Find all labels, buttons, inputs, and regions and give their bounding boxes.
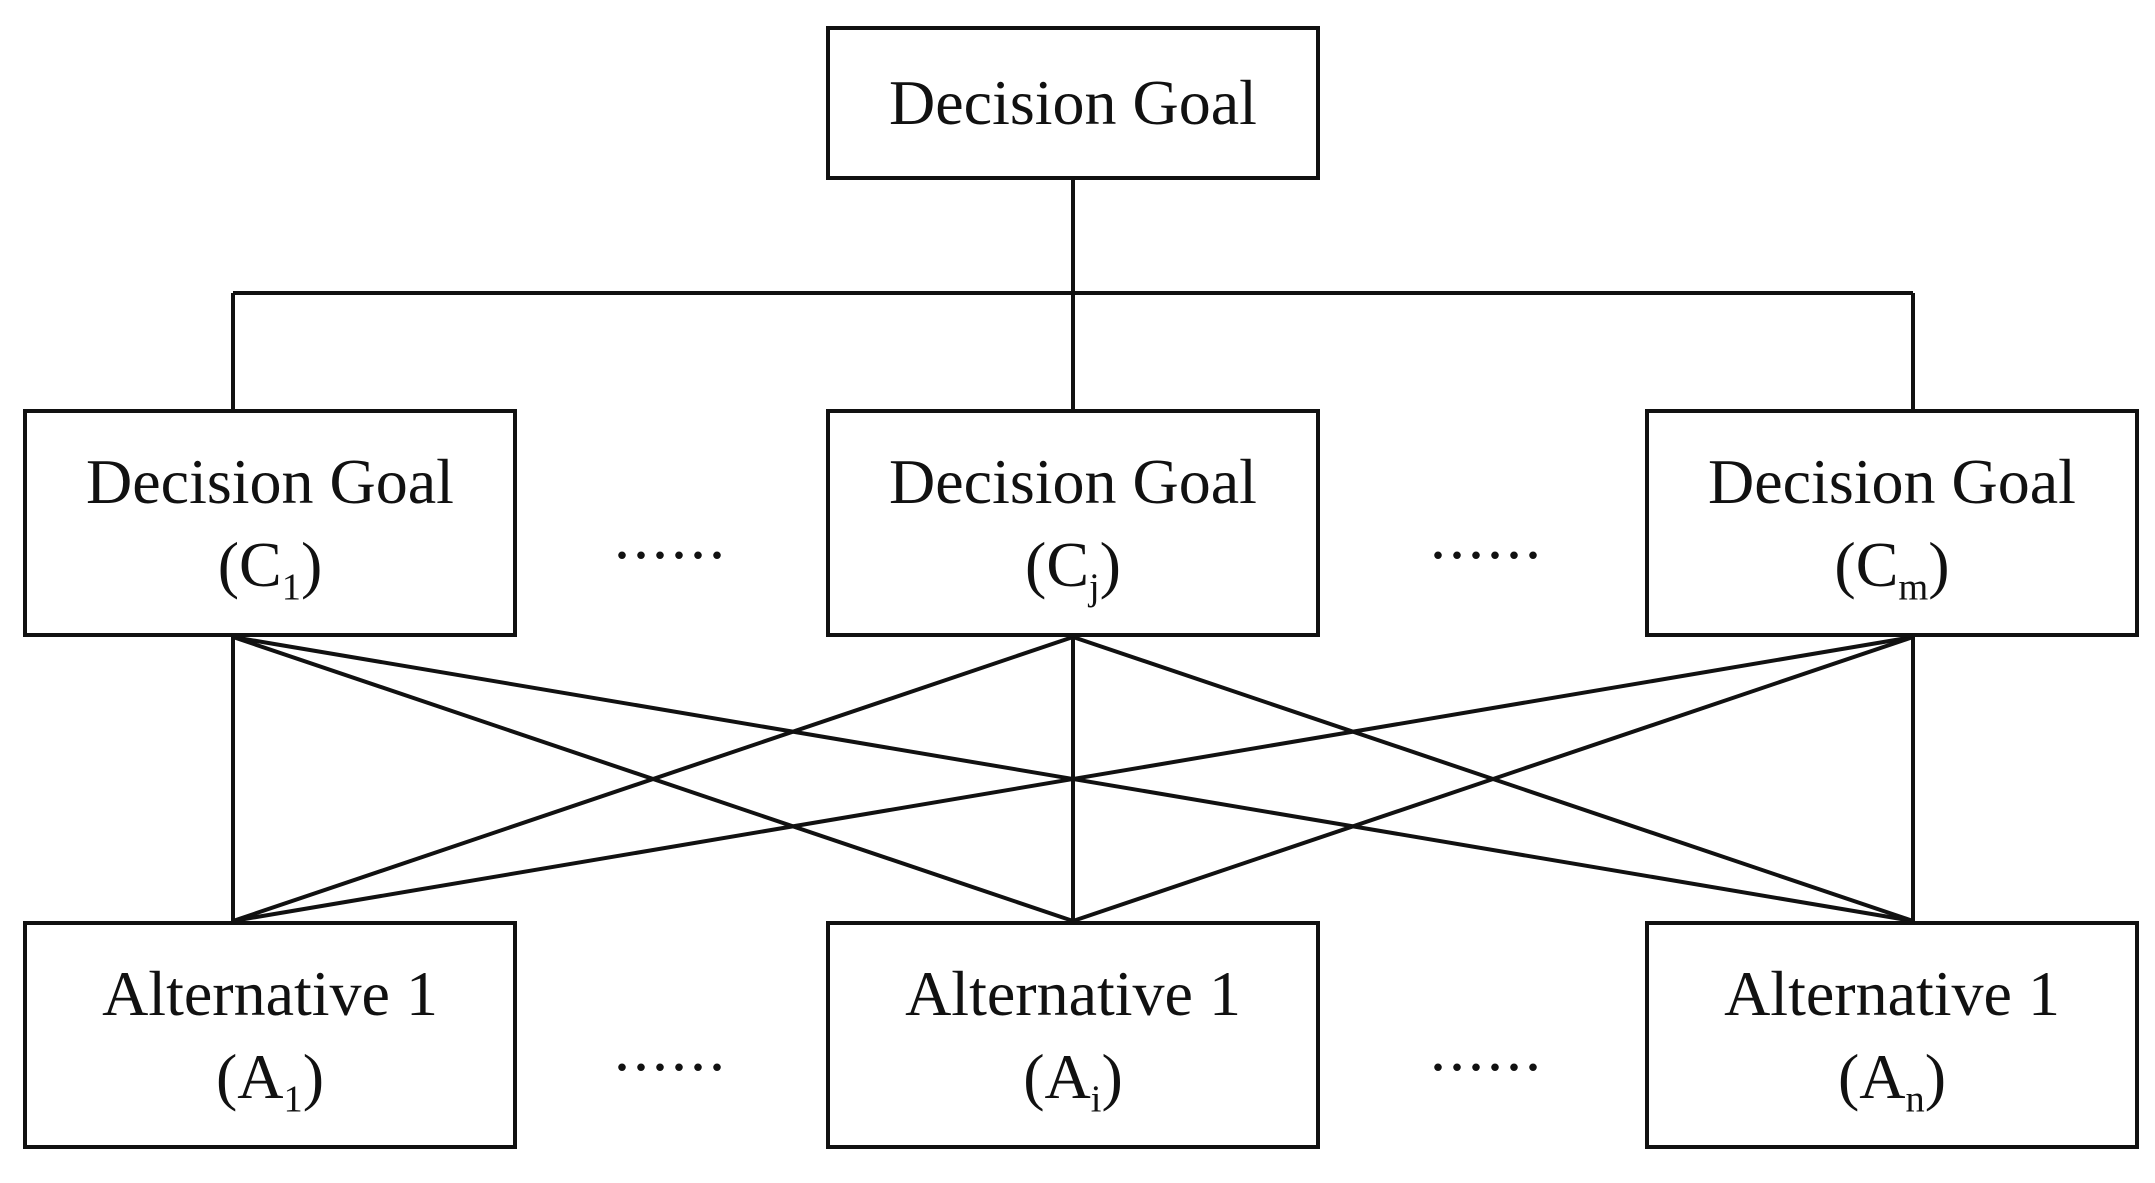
criterion-symbol: (C1) xyxy=(217,529,323,609)
alternative-node-ai: Alternative 1 (Ai) xyxy=(826,921,1320,1149)
criterion-label: Decision Goal xyxy=(86,445,454,517)
alternative-label: Alternative 1 xyxy=(905,957,1241,1029)
alternative-symbol: (An) xyxy=(1837,1041,1947,1121)
alternative-symbol: (Ai) xyxy=(1023,1041,1123,1121)
alternatives-ellipsis-left: ...... xyxy=(614,1013,728,1084)
criterion-node-c1: Decision Goal (C1) xyxy=(23,409,517,637)
criteria-ellipsis-right: ...... xyxy=(1430,501,1544,572)
alternative-label: Alternative 1 xyxy=(102,957,438,1029)
decision-goal-node: Decision Goal xyxy=(826,26,1320,180)
criteria-ellipsis-left: ...... xyxy=(614,501,728,572)
criterion-node-cj: Decision Goal (Cj) xyxy=(826,409,1320,637)
connector-crit-j-alt-1 xyxy=(232,635,1074,923)
criterion-symbol: (Cm) xyxy=(1834,529,1950,609)
alternative-node-an: Alternative 1 (An) xyxy=(1645,921,2139,1149)
alternatives-ellipsis-right: ...... xyxy=(1430,1013,1544,1084)
criterion-symbol: (Cj) xyxy=(1025,529,1121,609)
alternative-label: Alternative 1 xyxy=(1724,957,2060,1029)
criterion-label: Decision Goal xyxy=(889,445,1257,517)
criterion-node-cm: Decision Goal (Cm) xyxy=(1645,409,2139,637)
alternative-symbol: (A1) xyxy=(215,1041,325,1121)
criterion-label: Decision Goal xyxy=(1708,445,2076,517)
connector-crit-m-alt-1 xyxy=(232,635,1914,923)
decision-goal-label: Decision Goal xyxy=(889,67,1257,139)
connector-crit-m-alt-i xyxy=(1072,635,1914,923)
alternative-node-a1: Alternative 1 (A1) xyxy=(23,921,517,1149)
